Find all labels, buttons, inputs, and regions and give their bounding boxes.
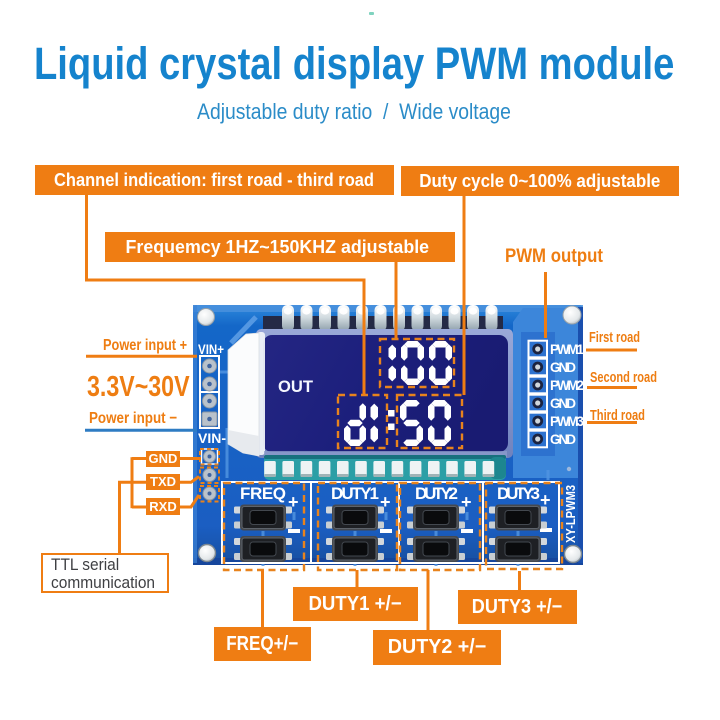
- svg-text:VIN+: VIN+: [198, 341, 224, 357]
- svg-text:OUT: OUT: [278, 377, 314, 396]
- svg-text:PWM3: PWM3: [550, 414, 584, 429]
- svg-text:DUTY3: DUTY3: [497, 484, 540, 503]
- svg-text:VIN-: VIN-: [198, 430, 226, 446]
- svg-text:+: +: [380, 492, 391, 512]
- svg-text:GND: GND: [550, 396, 576, 411]
- svg-text:PWM1: PWM1: [550, 342, 584, 357]
- svg-text:+: +: [288, 492, 299, 512]
- svg-text:PWM2: PWM2: [550, 378, 584, 393]
- svg-text:XY-LPWM3: XY-LPWM3: [563, 485, 578, 543]
- svg-text:GND: GND: [550, 432, 576, 447]
- svg-text:DUTY2: DUTY2: [415, 484, 458, 503]
- svg-text:+: +: [540, 490, 551, 510]
- svg-text:+: +: [461, 492, 472, 512]
- svg-text:GND: GND: [550, 360, 576, 375]
- svg-text:FREQ: FREQ: [240, 484, 286, 503]
- svg-text:DUTY1: DUTY1: [331, 484, 379, 503]
